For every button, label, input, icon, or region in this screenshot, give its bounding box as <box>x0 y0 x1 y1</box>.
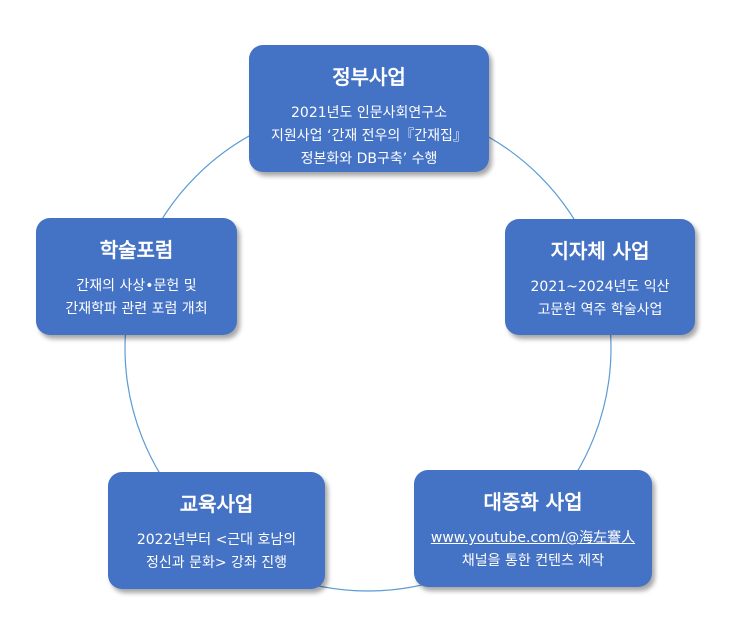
node-local-government-project: 지자체 사업 2021~2024년도 익산 고문헌 역주 학술사업 <box>505 219 695 335</box>
node-text-line: 간재학파 관련 포럼 개최 <box>65 301 208 317</box>
node-text-line: 채널을 통한 컨텐츠 제작 <box>461 553 605 569</box>
node-title: 정부사업 <box>332 65 406 89</box>
node-text-line: 간재의 사상•문헌 및 <box>76 278 197 294</box>
node-text-line: 정신과 문화> 강좌 진행 <box>145 555 287 571</box>
node-title: 교육사업 <box>179 492 254 516</box>
youtube-channel-link[interactable]: www.youtube.com/@海左謇人 <box>430 530 636 546</box>
node-text-line: 2021~2024년도 익산 <box>530 279 670 295</box>
node-academic-forum: 학술포럼 간재의 사상•문헌 및 간재학파 관련 포럼 개최 <box>36 218 237 335</box>
node-government-project: 정부사업 2021년도 인문사회연구소 지원사업 ‘간재 전우의『간재집』 정본… <box>249 45 489 172</box>
node-text-line: 정본화와 DB구축’ 수행 <box>300 151 438 167</box>
node-education-project: 교육사업 2022년부터 <근대 호남의 정신과 문화> 강좌 진행 <box>108 472 325 589</box>
node-title: 대중화 사업 <box>483 490 583 514</box>
node-text-line: 고문헌 역주 학술사업 <box>537 302 663 318</box>
node-text-line: 지원사업 ‘간재 전우의『간재집』 <box>271 128 467 144</box>
node-popularization-project: 대중화 사업 www.youtube.com/@海左謇人 채널을 통한 컨텐츠 … <box>414 470 652 587</box>
node-title: 지자체 사업 <box>550 239 650 263</box>
node-title: 학술포럼 <box>99 238 174 262</box>
node-text-line: 2021년도 인문사회연구소 <box>291 105 447 121</box>
node-text-line: 2022년부터 <근대 호남의 <box>136 532 297 548</box>
